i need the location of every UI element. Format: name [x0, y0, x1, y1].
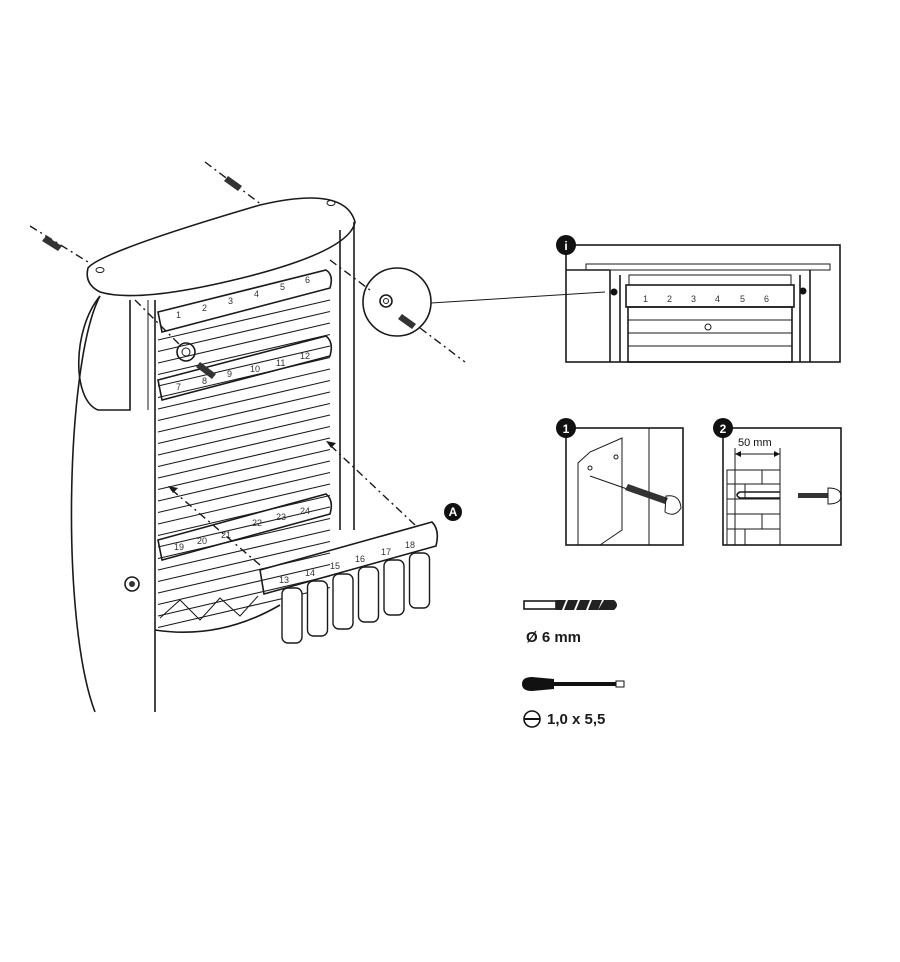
info-badge-label: i	[564, 239, 567, 253]
key-cabinet-illustration: 1 2 3 4 5 6 7 8 9 10 11 12 19 20 21 22 2…	[29, 161, 606, 713]
hook-number: 2	[667, 294, 672, 304]
hook-number: 18	[405, 540, 415, 550]
hook-number: 6	[305, 275, 310, 285]
depth-dimension-label: 50 mm	[738, 437, 772, 449]
hook-number: 14	[305, 568, 315, 578]
panel-slat	[157, 414, 331, 456]
hook-number: 9	[227, 369, 232, 379]
info-badge	[556, 235, 576, 255]
hook-number: 8	[202, 376, 207, 386]
panel-slat	[157, 380, 331, 421]
panel-slat	[157, 368, 331, 410]
panel-slat	[157, 506, 331, 548]
slotted-screw-icon	[523, 710, 541, 728]
step-1-drill-holes: 1	[556, 418, 684, 546]
panel-slat	[157, 403, 331, 444]
hook-number: 22	[252, 518, 262, 528]
panel-slat	[157, 299, 331, 341]
hook-number: 5	[280, 282, 285, 292]
drill-bit-size-label: Ø 6 mm	[526, 629, 581, 646]
callout-a-label: A	[449, 505, 458, 519]
panel-slat	[157, 345, 331, 387]
panel-slat	[157, 449, 331, 490]
hook-number: 15	[330, 561, 340, 571]
hook-number: 16	[355, 554, 365, 564]
screwdriver-icon	[522, 677, 625, 691]
panel-slat	[157, 529, 331, 571]
panel-slat	[157, 437, 331, 479]
hook-number: 1	[176, 310, 181, 320]
hook-number: 24	[300, 506, 310, 516]
screwdriver-size-label: 1,0 x 5,5	[547, 711, 605, 728]
key-tag	[306, 580, 329, 637]
panel-slat	[157, 334, 331, 375]
wall-plug-screw-icon	[29, 161, 263, 263]
panel-slat	[157, 472, 331, 513]
hook-number: 7	[176, 382, 181, 392]
panel-slat	[157, 552, 331, 594]
drill-bit-icon	[523, 600, 617, 610]
key-tag	[281, 587, 303, 644]
step-1-badge-label: 1	[563, 422, 570, 436]
hook-number: 4	[715, 294, 720, 304]
step-1-badge	[556, 418, 576, 438]
hook-number: 3	[691, 294, 696, 304]
panel-slat	[157, 426, 331, 467]
panel-slat	[157, 564, 331, 605]
key-tag	[408, 552, 431, 609]
key-tag	[357, 566, 380, 623]
panel-slat	[157, 541, 331, 582]
callout-a-badge	[444, 503, 462, 521]
key-tag	[383, 559, 405, 616]
hook-number: 17	[381, 547, 391, 557]
hook-number: 13	[279, 575, 289, 585]
hook-number: 3	[228, 296, 233, 306]
panel-slat	[157, 391, 331, 433]
detail-zoom-circle	[362, 267, 432, 337]
keys-illustration	[281, 552, 431, 644]
hook-number: 19	[174, 542, 184, 552]
hook-number: 12	[300, 351, 310, 361]
panel-slat	[157, 575, 331, 617]
key-panel-slats	[157, 299, 331, 628]
panel-slat	[157, 483, 331, 525]
panel-slat	[157, 518, 331, 559]
hook-number: 6	[764, 294, 769, 304]
hook-number: 4	[254, 289, 259, 299]
hook-number: 11	[276, 358, 285, 368]
step-2-wall-depth: 50 mm 2	[713, 418, 842, 546]
hook-number: 5	[740, 294, 745, 304]
panel-slat	[157, 495, 331, 536]
step-2-badge-label: 2	[720, 422, 727, 436]
lock-icon	[124, 576, 140, 592]
key-tag	[332, 573, 354, 630]
hook-number: 10	[250, 364, 260, 374]
hook-number: 20	[197, 536, 207, 546]
hook-number: 21	[221, 530, 231, 540]
info-detail-panel: 1 2 3 4 5 6 i	[556, 235, 841, 363]
step-2-badge	[713, 418, 733, 438]
hook-number: 2	[202, 303, 207, 313]
panel-slat	[157, 460, 331, 502]
hook-number: 1	[643, 294, 648, 304]
hook-number: 23	[276, 512, 286, 522]
panel-slat	[157, 311, 331, 352]
